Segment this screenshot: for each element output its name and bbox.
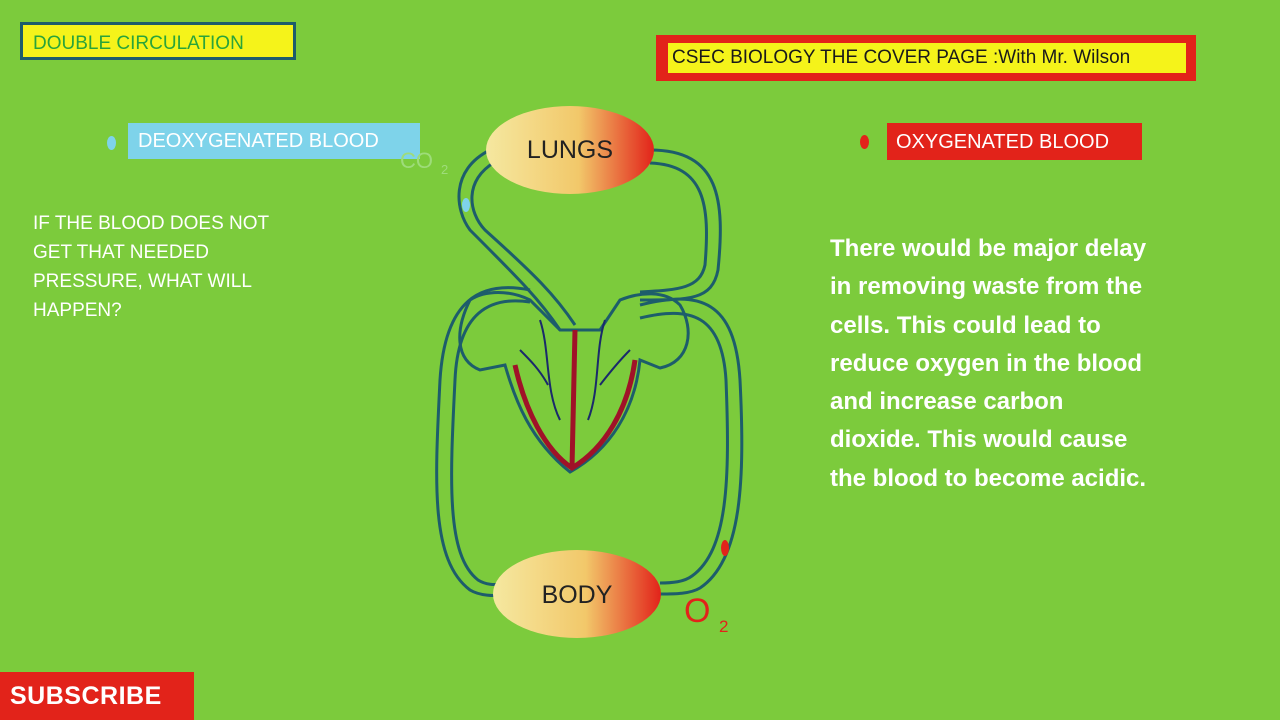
co2-label: CO	[400, 148, 433, 173]
chordae-left	[520, 350, 548, 385]
subscribe-label: SUBSCRIBE	[10, 682, 162, 711]
subscribe-button[interactable]: SUBSCRIBE	[0, 672, 194, 720]
vena-cava-outer	[437, 288, 530, 596]
blood-vessels	[437, 150, 742, 595]
vena-cava-inner	[452, 301, 530, 585]
co2-subscript: 2	[441, 162, 448, 177]
septum	[572, 330, 575, 468]
pulmonary-vein-inner	[640, 163, 706, 292]
o2-subscript: 2	[719, 617, 728, 636]
valve-right	[588, 320, 605, 420]
lungs-label: LUNGS	[527, 136, 613, 164]
body-label: BODY	[542, 581, 613, 609]
deoxygenated-blood-drop-icon	[462, 198, 470, 212]
o2-label: O	[684, 592, 710, 630]
heart-muscle	[515, 330, 635, 468]
oxygenated-blood-drop-icon	[721, 540, 729, 556]
chordae-right	[600, 350, 630, 385]
valve-left	[540, 320, 560, 420]
pulmonary-vein-outer	[640, 150, 720, 300]
